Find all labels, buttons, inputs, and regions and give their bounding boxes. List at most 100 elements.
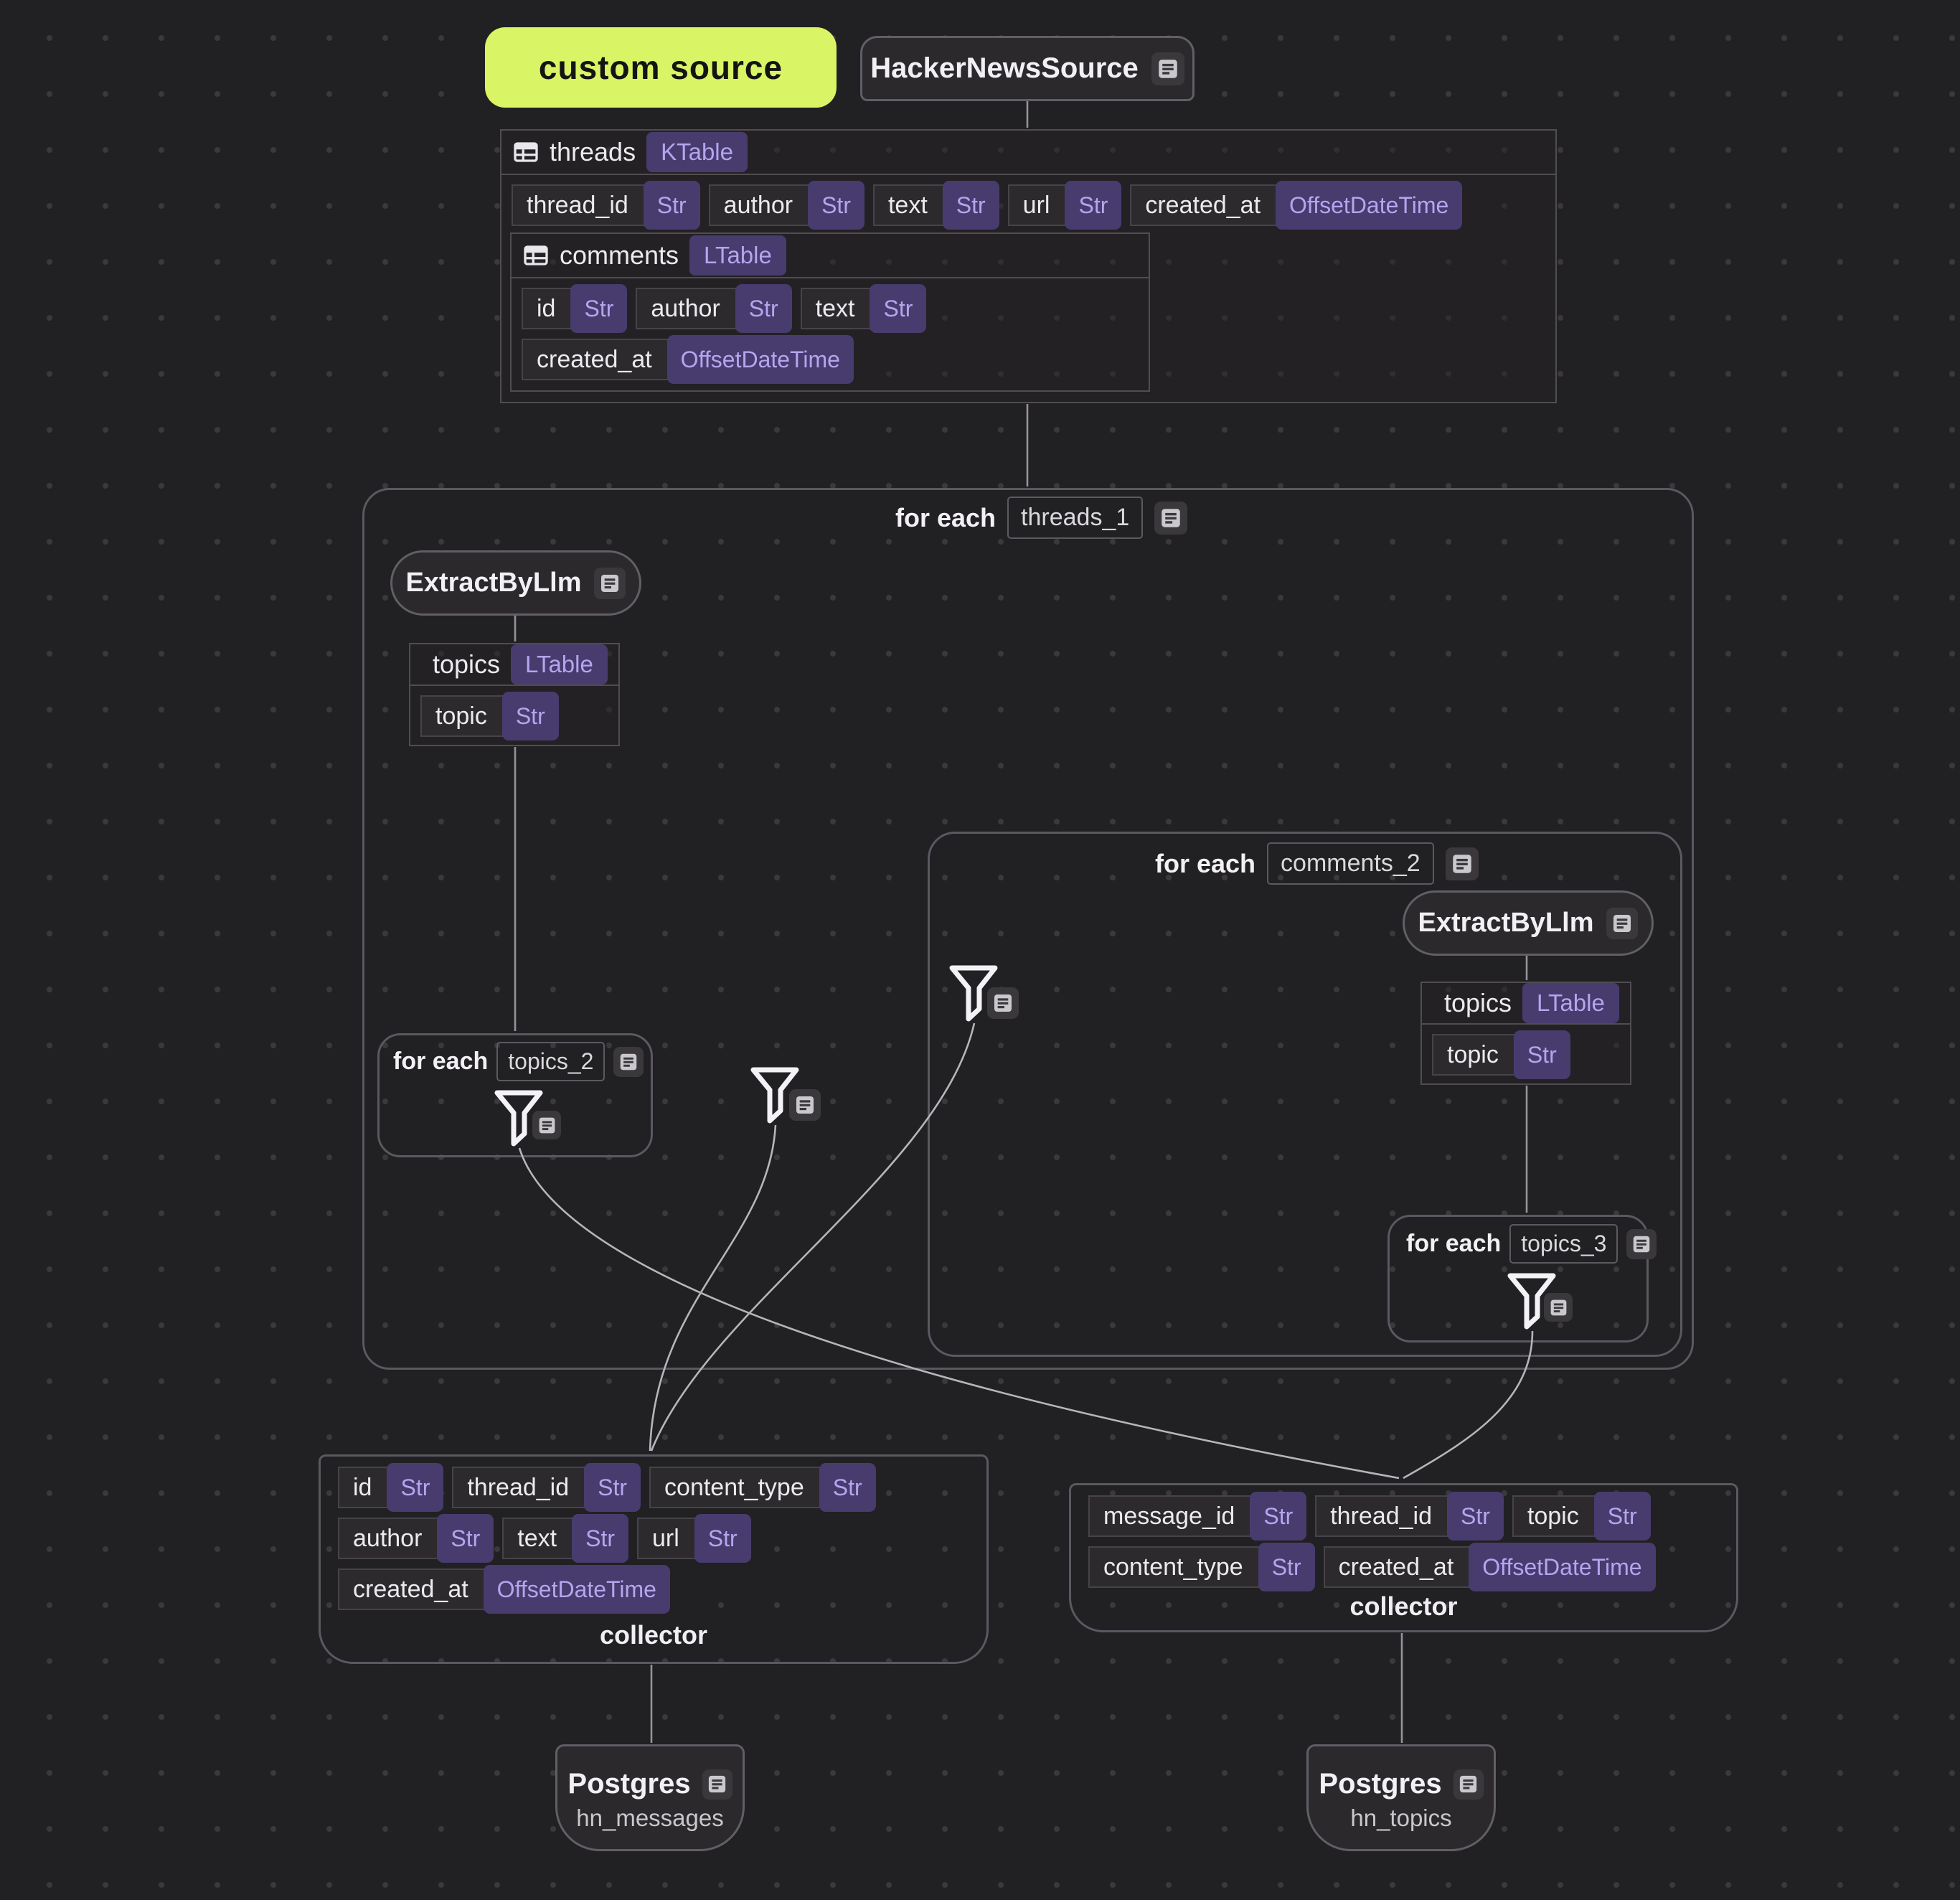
extract-comments-details-button[interactable] (1606, 907, 1639, 939)
postgres-topics-node[interactable]: Postgres hn_topics (1306, 1744, 1496, 1851)
field-chip-id: id Str (338, 1463, 444, 1512)
field-name: topic (435, 702, 487, 730)
field-name: author (651, 294, 720, 322)
field-chip-created_at: created_at OffsetDateTime (338, 1565, 670, 1614)
filter-topics3-details-button[interactable] (1544, 1293, 1573, 1322)
topics-table-name: topics (433, 649, 501, 679)
table-icon (513, 139, 539, 165)
field-name: created_at (1338, 1553, 1454, 1581)
extract-threads-details-button[interactable] (594, 567, 626, 599)
field-type-badge: OffsetDateTime (1276, 181, 1463, 230)
field-type-badge: Str (437, 1514, 494, 1563)
extract-by-llm-title: ExtractByLlm (1418, 908, 1594, 938)
postgres-messages-details-button[interactable] (702, 1769, 732, 1800)
field-type-badge: Str (387, 1463, 444, 1512)
field-type-badge: OffsetDateTime (483, 1565, 670, 1614)
field-chip-topic: topic Str (420, 692, 559, 740)
field-name: created_at (353, 1575, 468, 1603)
filter-topics2-details-button[interactable] (532, 1111, 561, 1139)
document-icon (1159, 506, 1183, 530)
foreach-topics3-details-button[interactable] (1626, 1228, 1657, 1259)
comments-table-name: comments (560, 240, 679, 270)
field-name: message_id (1103, 1502, 1235, 1530)
field-type-badge: Str (572, 1514, 628, 1563)
topics-fields-row: topic Str (420, 692, 559, 740)
table-icon (523, 243, 549, 268)
foreach-topics3-header: for each topics_3 (1406, 1224, 1657, 1264)
foreach-comments-details-button[interactable] (1445, 847, 1479, 880)
foreach-topics2-details-button[interactable] (613, 1046, 644, 1077)
foreach-threads-details-button[interactable] (1154, 501, 1188, 535)
comments-table-kind-badge: LTable (689, 235, 786, 276)
collector-row: created_at OffsetDateTime (338, 1565, 670, 1614)
field-name: thread_id (467, 1473, 570, 1501)
extract-by-llm-title: ExtractByLlm (405, 568, 582, 598)
extract-by-llm-comments-node[interactable]: ExtractByLlm (1403, 890, 1654, 956)
collector-label: collector (1349, 1591, 1458, 1621)
field-type-badge: Str (1593, 1492, 1651, 1541)
source-details-button[interactable] (1151, 52, 1184, 85)
collect-filter-comments-icon[interactable] (948, 964, 999, 1026)
field-name: content_type (664, 1473, 804, 1501)
postgres-title: Postgres (567, 1768, 691, 1800)
collector-label: collector (599, 1620, 708, 1650)
field-name: id (353, 1473, 372, 1501)
postgres-table-name: hn_topics (1350, 1805, 1452, 1831)
field-name: author (723, 191, 793, 219)
field-name: content_type (1103, 1553, 1243, 1581)
postgres-topics-details-button[interactable] (1453, 1769, 1484, 1800)
field-type-badge: Str (808, 181, 864, 230)
document-icon (1631, 1233, 1652, 1255)
filter-comments-details-button[interactable] (987, 987, 1019, 1019)
collect-filter-topics2-icon[interactable] (494, 1089, 544, 1151)
field-type-badge: Str (1065, 181, 1122, 230)
field-type-badge: OffsetDateTime (666, 335, 854, 384)
field-name: thread_id (1330, 1502, 1433, 1530)
topics-table-kind-badge: LTable (511, 644, 608, 685)
collect-filter-topics3-icon[interactable] (1507, 1272, 1557, 1334)
field-type-badge: Str (870, 284, 927, 333)
collect-filter-threads-icon[interactable] (750, 1066, 800, 1128)
field-name: url (652, 1524, 679, 1552)
topics-table-name: topics (1444, 988, 1512, 1017)
field-name: text (517, 1524, 557, 1552)
hackernews-source-node[interactable]: HackerNewsSource (860, 36, 1195, 101)
topics-table-header: topics LTable (410, 644, 618, 686)
field-type-badge: Str (501, 692, 559, 740)
foreach-label: for each (393, 1048, 489, 1075)
field-type-badge: Str (942, 181, 999, 230)
foreach-topics2-header: for each topics_2 (393, 1042, 644, 1081)
field-name: id (537, 294, 556, 322)
field-type-badge: Str (735, 284, 792, 333)
postgres-messages-node[interactable]: Postgres hn_messages (555, 1744, 745, 1851)
topics-table-threads: topics LTable topic Str (409, 643, 620, 746)
document-icon (1457, 1773, 1479, 1795)
postgres-title: Postgres (1319, 1768, 1442, 1800)
field-chip-author: author Str (636, 284, 792, 333)
foreach-label: for each (1155, 848, 1256, 878)
foreach-topics3-value: topics_3 (1509, 1224, 1619, 1264)
extract-by-llm-threads-node[interactable]: ExtractByLlm (390, 550, 641, 616)
foreach-topics2-value: topics_2 (496, 1042, 606, 1081)
